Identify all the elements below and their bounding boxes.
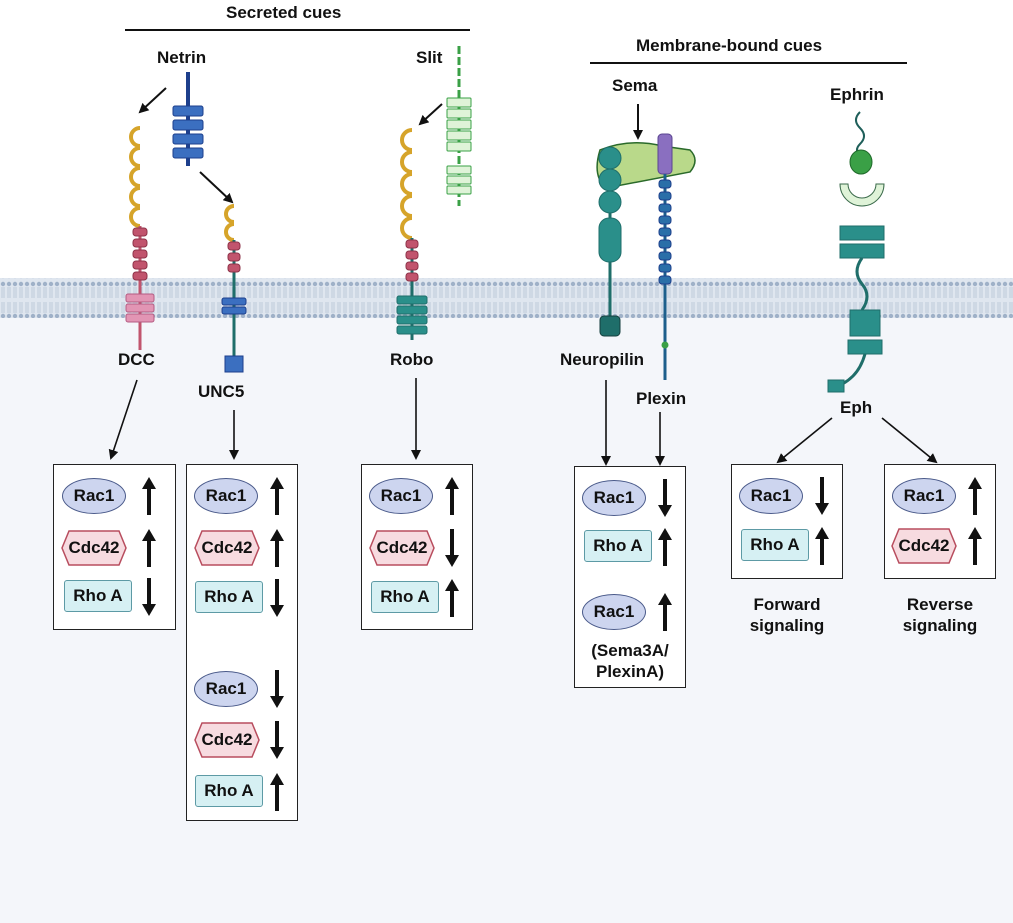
rac1-oval: Rac1 <box>369 478 433 514</box>
down-arrow-icon <box>270 579 284 617</box>
robo-label: Robo <box>390 350 434 369</box>
up-arrow-icon <box>968 527 982 565</box>
sema-label: Sema <box>612 76 658 95</box>
rhoa-box: Rho A <box>741 529 809 561</box>
dcc-label: DCC <box>118 350 155 369</box>
cdc42-label: Cdc42 <box>898 536 950 555</box>
unc5-label: UNC5 <box>198 382 245 401</box>
plexin-receptor-icon <box>657 133 673 380</box>
up-arrow-icon <box>142 529 156 567</box>
slit-label: Slit <box>416 48 443 67</box>
membrane-cues-header: Membrane-bound cues <box>636 36 823 55</box>
rac1-oval: Rac1 <box>582 480 646 516</box>
unc5-signaling-box <box>186 464 298 821</box>
forward-label-line2: signaling <box>749 616 825 635</box>
up-arrow-icon <box>142 477 156 515</box>
cdc42-hexagon: Cdc42 <box>194 722 260 758</box>
cdc42-hexagon: Cdc42 <box>194 530 260 566</box>
up-arrow-icon <box>815 527 829 565</box>
plexin-label: Plexin <box>636 389 687 408</box>
netrin-label: Netrin <box>157 48 207 67</box>
ephrin-ligand-icon <box>849 111 873 175</box>
reverse-signaling-label: Reverse signaling <box>884 594 996 636</box>
sema3a-plexina-note: (Sema3A/ PlexinA) <box>576 640 684 682</box>
down-arrow-icon <box>142 578 156 616</box>
unc5-receptor-icon <box>221 204 247 373</box>
up-arrow-icon <box>270 529 284 567</box>
down-arrow-icon <box>270 721 284 759</box>
rhoa-box: Rho A <box>584 530 652 562</box>
up-arrow-icon <box>445 579 459 617</box>
secreted-cues-header: Secreted cues <box>226 3 342 22</box>
rhoa-box: Rho A <box>371 581 439 613</box>
rhoa-box: Rho A <box>64 580 132 612</box>
rac1-oval: Rac1 <box>194 671 258 707</box>
forward-signaling-label: Forward signaling <box>731 594 843 636</box>
eph-label: Eph <box>840 398 873 417</box>
ephrin-label: Ephrin <box>830 85 884 104</box>
sema3a-note-line1: (Sema3A/ <box>591 641 669 660</box>
up-arrow-icon <box>658 528 672 566</box>
up-arrow-icon <box>658 593 672 631</box>
down-arrow-icon <box>270 670 284 708</box>
rac1-oval: Rac1 <box>62 478 126 514</box>
up-arrow-icon <box>270 773 284 811</box>
rac1-oval: Rac1 <box>582 594 646 630</box>
dcc-receptor-icon <box>125 126 155 350</box>
rhoa-box: Rho A <box>195 775 263 807</box>
slit-ligand-icon <box>446 46 472 206</box>
netrin-ligand-icon <box>172 72 204 166</box>
robo-receptor-icon <box>396 128 428 340</box>
cdc42-label: Cdc42 <box>376 538 428 557</box>
cdc42-hexagon: Cdc42 <box>61 530 127 566</box>
eph-receptor-icon <box>827 183 885 393</box>
rac1-oval: Rac1 <box>739 478 803 514</box>
forward-label-line1: Forward <box>753 595 821 614</box>
cdc42-label: Cdc42 <box>201 538 253 557</box>
cdc42-hexagon: Cdc42 <box>891 528 957 564</box>
cell-membrane <box>0 278 1013 318</box>
down-arrow-icon <box>445 529 459 567</box>
sema3a-note-line2: PlexinA) <box>595 662 665 681</box>
cdc42-label: Cdc42 <box>68 538 120 557</box>
up-arrow-icon <box>445 477 459 515</box>
rac1-oval: Rac1 <box>194 478 258 514</box>
reverse-label-line1: Reverse <box>906 595 974 614</box>
cdc42-label: Cdc42 <box>201 730 253 749</box>
up-arrow-icon <box>270 477 284 515</box>
reverse-label-line2: signaling <box>902 616 978 635</box>
cdc42-hexagon: Cdc42 <box>369 530 435 566</box>
rhoa-box: Rho A <box>195 581 263 613</box>
up-arrow-icon <box>968 477 982 515</box>
neuropilin-label: Neuropilin <box>560 350 645 369</box>
down-arrow-icon <box>658 479 672 517</box>
down-arrow-icon <box>815 477 829 515</box>
rac1-oval: Rac1 <box>892 478 956 514</box>
